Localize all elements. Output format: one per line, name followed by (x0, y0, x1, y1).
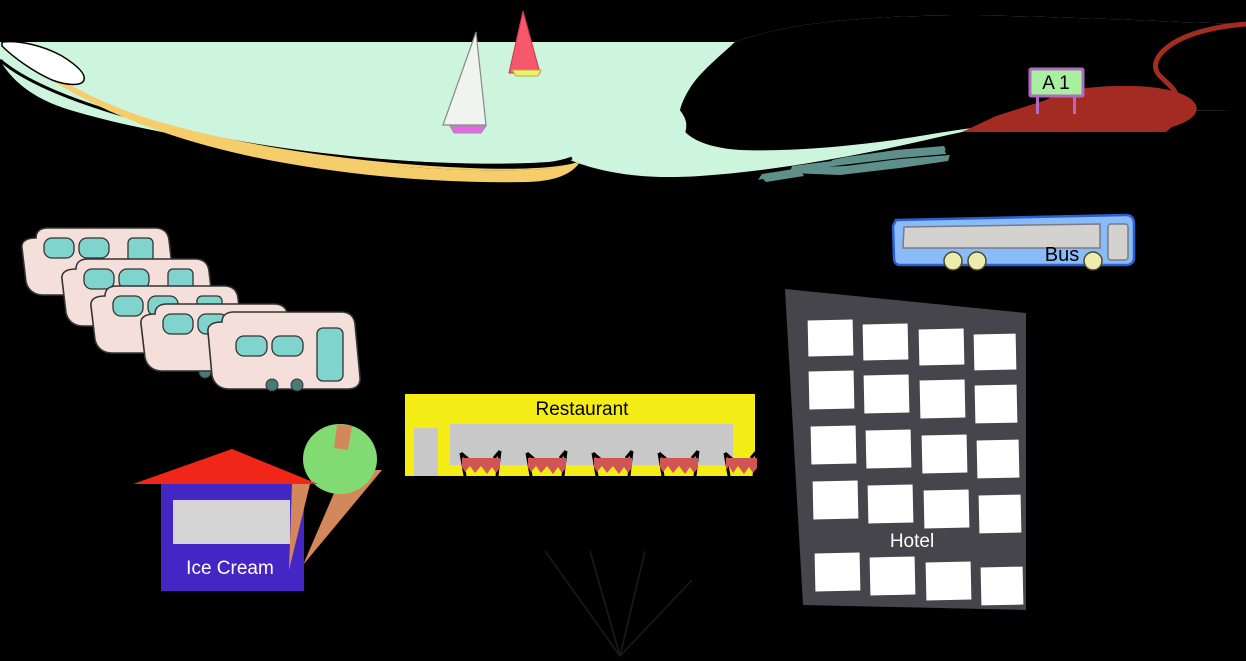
chair-back (624, 450, 634, 459)
white-boat-group (1, 40, 86, 86)
tablecloth (726, 458, 757, 474)
ice-cream-service-window (173, 500, 290, 544)
restaurant-side-panel (414, 428, 438, 476)
sign-post-left (1036, 92, 1039, 114)
hotel-window (867, 484, 914, 524)
hotel-window (869, 556, 916, 596)
bus-wheel-rear (1083, 251, 1103, 271)
tablecloth (462, 458, 500, 474)
caravan-row (21, 227, 361, 392)
ice-cream-stand-group[interactable]: Ice Cream (133, 424, 382, 591)
hotel-window (863, 374, 910, 414)
hotel-window (919, 379, 966, 419)
hotel-window (923, 489, 970, 529)
bush-blob-4 (760, 170, 804, 182)
hotel-window (974, 384, 1018, 424)
road-group (962, 21, 1246, 132)
bus-label: Bus (1045, 244, 1079, 266)
caravan-window (235, 335, 268, 357)
hotel-window (980, 566, 1024, 606)
hotel-window (925, 561, 972, 601)
caravan-window (83, 268, 115, 290)
caravan-window (43, 237, 75, 259)
lake-left-inlet (600, 95, 687, 168)
ice-cream-cone-front (289, 484, 310, 570)
restaurant-group[interactable]: Restaurant (405, 394, 759, 477)
sign-post-right (1073, 92, 1076, 114)
bus-wheel-front-2 (967, 251, 987, 271)
sign-face (1028, 67, 1085, 98)
ice-cream-roof (133, 449, 318, 484)
hotel-windows (807, 319, 1024, 606)
chair-back (749, 450, 759, 459)
ice-cream-scoop (303, 424, 377, 494)
lake-group (0, 15, 1246, 178)
path-line-3 (619, 550, 646, 657)
white-boat (1, 40, 86, 86)
caravan-door (316, 327, 344, 382)
converging-paths (544, 550, 693, 657)
sail-white (442, 31, 487, 126)
hotel-window (810, 425, 857, 465)
road-foreground-wedge (962, 97, 1192, 132)
caravan-5[interactable] (207, 311, 361, 392)
hotel-window (808, 370, 855, 410)
tablecloth (528, 458, 566, 474)
beach-sand-body (14, 48, 578, 177)
hull-magenta (449, 125, 487, 134)
caravan-window (112, 295, 144, 317)
path-line-4 (619, 579, 693, 657)
sailboat-white (442, 31, 487, 134)
beach-sand-fill (14, 46, 580, 183)
hotel-window (918, 328, 965, 366)
ice-cream-scoop-stem (334, 424, 352, 450)
hotel-window (814, 552, 861, 592)
hotel-window (862, 323, 909, 361)
caravan-window (271, 335, 304, 357)
hotel-window (812, 480, 859, 520)
bus-main-window (902, 223, 1101, 249)
sign-label: A 1 (1042, 73, 1069, 94)
restaurant-tablecloths (462, 458, 757, 474)
bus-group[interactable]: Bus (891, 213, 1136, 271)
tablecloth (594, 458, 632, 474)
caravan-wheel (290, 378, 304, 392)
beach-group (14, 46, 580, 183)
hotel-window (807, 319, 854, 357)
chair-back (690, 450, 700, 459)
hotel-window (865, 429, 912, 469)
bus-rear-window (1107, 223, 1129, 261)
tablecloth (660, 458, 698, 474)
path-line-2 (589, 550, 621, 657)
hotel-label: Hotel (890, 531, 934, 552)
hotel-window (973, 333, 1017, 371)
restaurant-label: Restaurant (536, 399, 630, 420)
shoreline-bushes (758, 146, 950, 182)
hotel-group[interactable]: Hotel (785, 289, 1026, 610)
caravan-window (78, 237, 110, 259)
bush-blob-3 (830, 146, 946, 164)
road-sign-a1[interactable]: A 1 (1028, 67, 1085, 114)
hotel-window (921, 434, 968, 474)
hotel-window (978, 494, 1022, 534)
hotel-window (976, 439, 1020, 479)
path-line-1 (544, 550, 621, 657)
sailboat-red (508, 10, 542, 77)
caravan-wheel (265, 378, 279, 392)
bush-blob-1 (758, 155, 950, 180)
chair-back (492, 450, 502, 459)
ice-cream-label: Ice Cream (186, 558, 274, 579)
bus-wheel-front-1 (943, 251, 963, 271)
lake-inlet-carve (679, 15, 1246, 151)
hull-yellow (511, 69, 542, 77)
chair-back (558, 450, 568, 459)
caravan-window (162, 313, 194, 335)
ice-cream-cone (303, 470, 382, 565)
